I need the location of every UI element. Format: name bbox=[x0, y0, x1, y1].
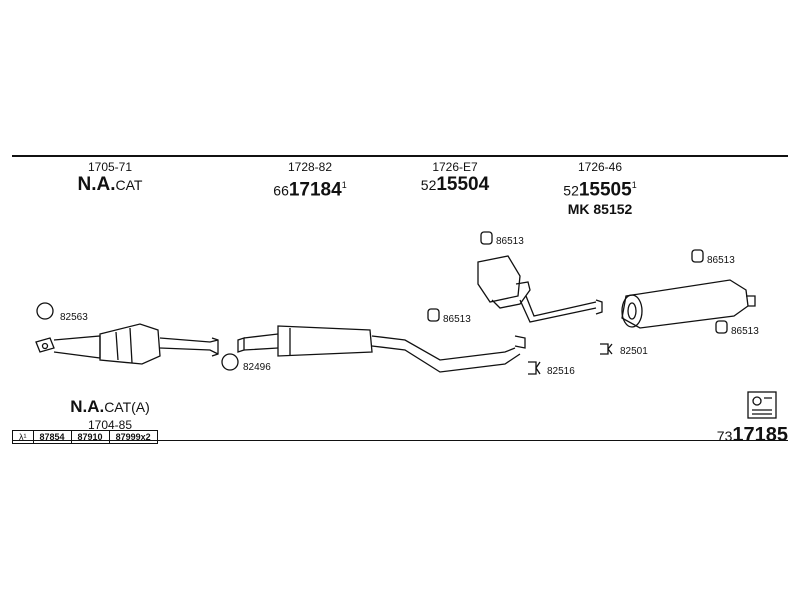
clamp-82516-icon bbox=[528, 361, 541, 375]
middle-silencer-icon bbox=[477, 255, 603, 323]
label-86513: 86513 bbox=[707, 255, 735, 266]
top-rule bbox=[12, 155, 788, 157]
hanger-86513-icon bbox=[715, 320, 728, 334]
codes-table: λ¹ 87854 87910 87999x2 bbox=[12, 430, 158, 444]
gasket-82563-icon bbox=[36, 302, 54, 320]
label-82501: 82501 bbox=[620, 346, 648, 357]
hanger-86513-icon bbox=[691, 249, 704, 263]
kit-box-icon bbox=[747, 391, 777, 419]
label-82563: 82563 bbox=[60, 312, 88, 323]
label-86513: 86513 bbox=[731, 326, 759, 337]
column-front-pipe: 1728-82 66171841 bbox=[255, 160, 365, 201]
part-code: 1728-82 bbox=[287, 160, 333, 174]
part-code: 1705-71 bbox=[87, 160, 133, 174]
table-cell: 87910 bbox=[70, 430, 110, 444]
rear-silencer-icon bbox=[621, 279, 756, 329]
column-middle-silencer: 1726-E7 5215504 bbox=[400, 160, 510, 196]
variant-code: 1704-85 bbox=[87, 418, 133, 432]
variant-title: N.A.CAT(A) bbox=[70, 397, 150, 416]
hanger-86513-icon bbox=[480, 231, 493, 245]
label-86513: 86513 bbox=[496, 236, 524, 247]
table-cell: 87854 bbox=[32, 430, 72, 444]
table-cell: λ¹ bbox=[12, 430, 34, 444]
part-number: 5215504 bbox=[420, 174, 490, 195]
table-cell: 87999x2 bbox=[108, 430, 158, 444]
full-system-code: 7317185 bbox=[716, 424, 788, 446]
table-row: λ¹ 87854 87910 87999x2 bbox=[12, 430, 158, 444]
hanger-86513-icon bbox=[427, 308, 440, 322]
gasket-82496-icon bbox=[221, 353, 239, 371]
part-number: 66171841 bbox=[273, 179, 347, 201]
clamp-82501-icon bbox=[600, 343, 613, 355]
label-82496: 82496 bbox=[243, 362, 271, 373]
front-pipe-icon bbox=[237, 325, 526, 373]
catalyst-icon bbox=[35, 323, 219, 365]
part-number: 52155051 bbox=[563, 179, 637, 201]
label-82516: 82516 bbox=[547, 366, 575, 377]
column-catalyst: 1705-71 N.A.CAT bbox=[60, 160, 160, 196]
variant-block: N.A.CAT(A) 1704-85 bbox=[55, 396, 165, 432]
bottom-rule bbox=[12, 440, 788, 441]
part-number: N.A.CAT bbox=[77, 174, 143, 195]
part-code: 1726-46 bbox=[577, 160, 623, 174]
part-code: 1726-E7 bbox=[432, 160, 478, 174]
label-86513: 86513 bbox=[443, 314, 471, 325]
column-rear-silencer: 1726-46 52155051 MK 85152 bbox=[540, 160, 660, 217]
mounting-kit: MK 85152 bbox=[567, 201, 633, 218]
